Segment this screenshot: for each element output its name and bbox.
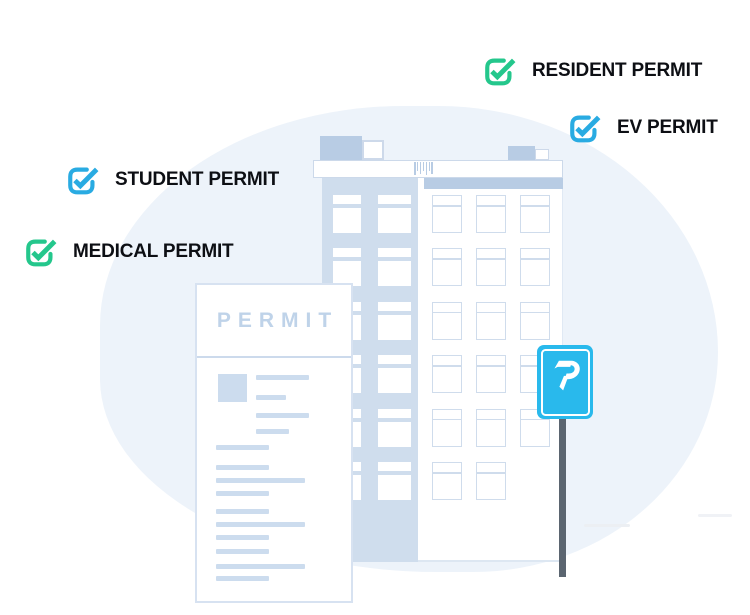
permit-document-header: PERMIT: [197, 285, 351, 358]
window-divider: [433, 472, 461, 474]
parking-sign: [537, 345, 593, 419]
permit-document: PERMIT: [195, 283, 353, 603]
window-divider: [333, 257, 361, 262]
label-medical-permit: MEDICAL PERMIT: [24, 235, 234, 269]
building-window: [476, 462, 506, 500]
window-divider: [378, 257, 411, 262]
building-window: [432, 301, 462, 340]
building-window: [432, 462, 462, 500]
checkmark-icon: [68, 167, 99, 194]
building-window: [378, 248, 411, 287]
checkmark-icon: [485, 58, 516, 85]
window-divider: [433, 311, 461, 314]
roof-vent-line: [419, 162, 422, 174]
ground-line: [698, 514, 732, 517]
permit-list-line: [216, 465, 269, 470]
label-text: EV PERMIT: [617, 117, 718, 138]
building-window: [520, 301, 550, 340]
window-divider: [333, 204, 361, 208]
permit-list-line: [216, 478, 305, 483]
window-divider: [477, 472, 505, 474]
window-divider: [521, 418, 549, 421]
window-divider: [477, 258, 505, 260]
window-divider: [477, 365, 505, 367]
window-divider: [378, 204, 411, 208]
permit-info-line: [256, 429, 289, 434]
permit-list-line: [216, 491, 269, 496]
window-divider: [521, 311, 549, 314]
building-window: [476, 355, 506, 394]
building-window: [378, 408, 411, 447]
roof-vent-line: [425, 162, 428, 175]
roof-vent-line: [414, 162, 416, 175]
roof-vent-line: [431, 162, 433, 174]
building-window: [520, 195, 550, 233]
rooftop-box: [362, 140, 384, 160]
permit-document-title: PERMIT: [216, 308, 339, 332]
permit-list-line: [216, 549, 269, 554]
window-divider: [477, 418, 505, 421]
permit-info-line: [256, 395, 286, 400]
window-divider: [378, 364, 411, 369]
building-window: [476, 408, 506, 447]
label-text: MEDICAL PERMIT: [73, 241, 234, 262]
roof-vent-line: [422, 162, 425, 171]
window-divider: [521, 365, 549, 367]
permit-list-line: [216, 445, 269, 450]
building-window: [333, 248, 361, 287]
window-divider: [378, 310, 411, 315]
permit-info-line: [256, 375, 309, 380]
roof-vent-line: [416, 162, 419, 171]
building-facade: [418, 178, 563, 562]
building-window: [476, 195, 506, 233]
window-divider: [477, 311, 505, 314]
building-window: [432, 195, 462, 233]
building-window: [432, 355, 462, 394]
building-window: [378, 355, 411, 394]
roof-parapet: [313, 160, 563, 178]
permit-list-line: [216, 576, 269, 581]
building-window: [476, 248, 506, 287]
permit-info-line: [256, 413, 309, 418]
rooftop-box: [508, 146, 535, 160]
permit-list-line: [216, 522, 305, 527]
building-window: [432, 408, 462, 447]
window-divider: [433, 258, 461, 260]
roof-vent-line: [428, 162, 431, 171]
window-divider: [378, 471, 411, 475]
parking-p-logo: [554, 360, 580, 391]
building-window: [476, 301, 506, 340]
sign-inner-frame: [540, 348, 590, 416]
building-window: [378, 195, 411, 233]
window-divider: [521, 258, 549, 260]
checkmark-icon: [26, 239, 57, 266]
building-window: [378, 462, 411, 500]
ground-line: [584, 524, 630, 527]
window-divider: [433, 365, 461, 367]
permit-photo-placeholder: [218, 374, 247, 402]
window-divider: [433, 205, 461, 207]
rooftop-box: [535, 149, 549, 160]
window-divider: [521, 205, 549, 207]
rooftop-box: [320, 136, 362, 160]
permit-list-line: [216, 564, 305, 569]
label-student-permit: STUDENT PERMIT: [66, 163, 279, 197]
checkmark-icon: [570, 115, 601, 142]
label-ev-permit: EV PERMIT: [568, 111, 718, 145]
building-window: [378, 301, 411, 340]
label-resident-permit: RESIDENT PERMIT: [483, 54, 702, 88]
building-window: [333, 195, 361, 233]
window-divider: [378, 417, 411, 422]
permit-list-line: [216, 509, 269, 514]
window-divider: [477, 205, 505, 207]
sign-pole: [559, 419, 566, 577]
building-window: [520, 248, 550, 287]
label-text: RESIDENT PERMIT: [532, 60, 703, 81]
window-divider: [433, 418, 461, 421]
building-window: [432, 248, 462, 287]
permit-list-line: [216, 535, 269, 540]
facade-top-band: [424, 178, 563, 189]
label-text: STUDENT PERMIT: [115, 169, 279, 190]
